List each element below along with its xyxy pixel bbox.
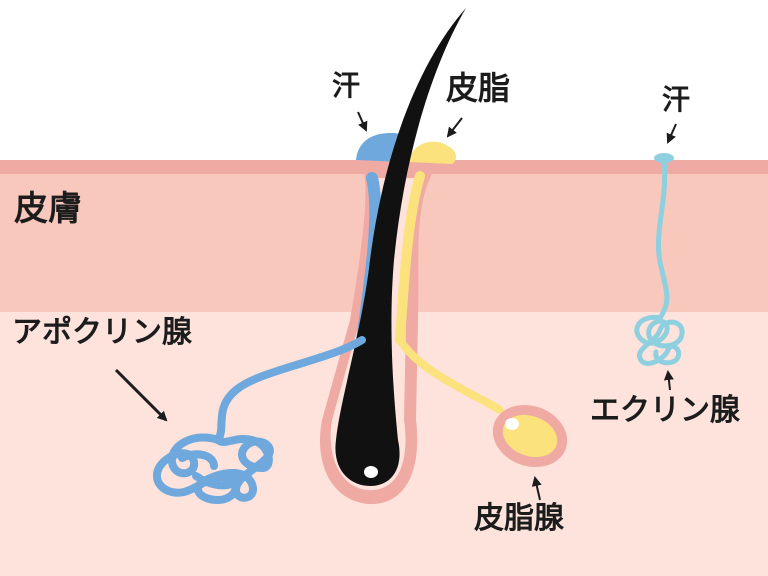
arrow-icon xyxy=(114,368,168,422)
sebum-duct-in-follicle xyxy=(395,171,425,345)
sebaceous-gland-label: 皮脂腺 xyxy=(474,501,564,536)
hair-icon xyxy=(335,8,466,486)
eccrine-duct xyxy=(655,157,670,321)
sebum-label: 皮脂 xyxy=(446,69,511,107)
arrow-icon xyxy=(666,123,677,144)
arrow-icon xyxy=(531,476,542,501)
sweat-label-left: 汗 xyxy=(332,69,361,102)
apocrine-gland-coil xyxy=(153,433,274,505)
hair-bulb-dot xyxy=(364,466,378,478)
eccrine-gland-coil xyxy=(634,314,685,366)
sebaceous-gland-highlight xyxy=(505,418,519,430)
eccrine-gland-label: エクリン腺 xyxy=(590,393,740,428)
sebum-droplet xyxy=(408,141,457,164)
apocrine-gland-label: アポクリン腺 xyxy=(12,315,192,350)
sweat-label-right: 汗 xyxy=(662,83,691,116)
arrow-icon xyxy=(663,370,674,391)
arrow-icon xyxy=(446,117,463,138)
apocrine-duct xyxy=(214,336,366,444)
sebaceous-duct xyxy=(396,336,504,414)
skin-label: 皮膚 xyxy=(14,189,82,229)
arrow-icon xyxy=(357,111,368,132)
